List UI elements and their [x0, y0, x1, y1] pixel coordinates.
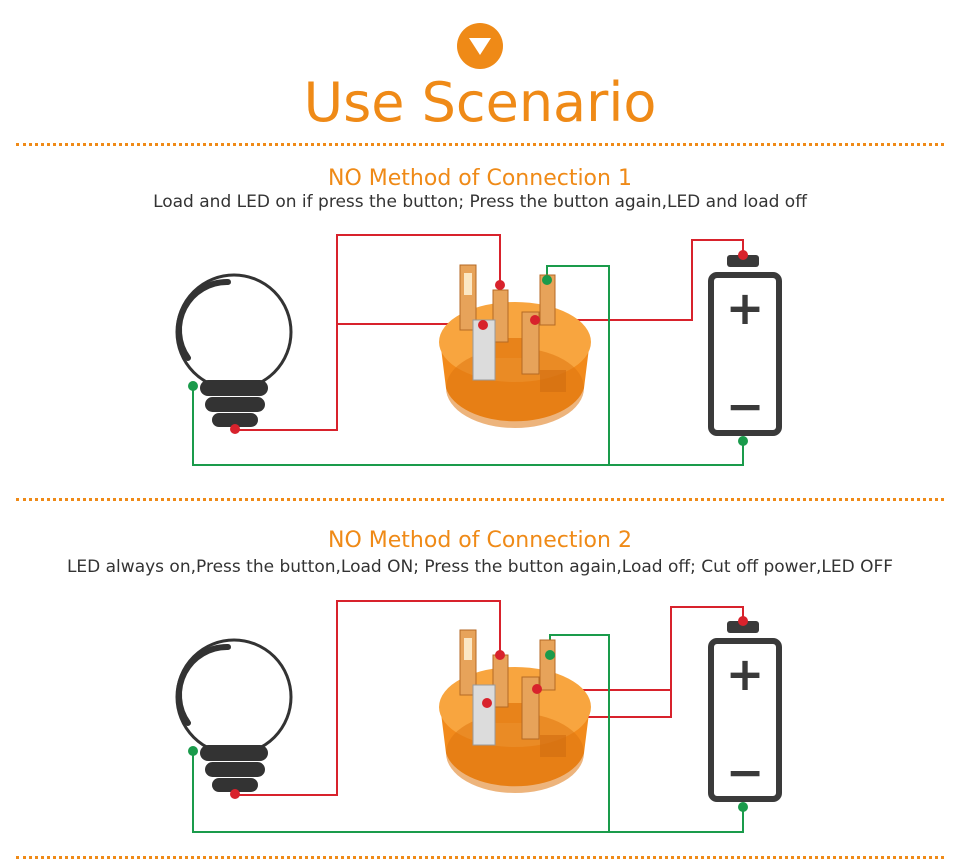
- green-wire-ground-loop: [192, 752, 744, 833]
- red-terminal-dot: [495, 650, 505, 660]
- battery-minus-sign: −: [726, 745, 765, 799]
- red-wire-to-battery-positive: [535, 239, 744, 321]
- red-terminal-dot: [482, 698, 492, 708]
- divider: [16, 498, 944, 501]
- red-wire-bulb-to-top-terminal: [235, 234, 501, 431]
- red-terminal-dot: [478, 320, 488, 330]
- red-terminal-dot: [230, 424, 240, 434]
- light-bulb-icon: [175, 638, 293, 792]
- divider: [16, 143, 944, 146]
- section-1-title: NO Method of Connection 1: [328, 166, 632, 191]
- section-2-description: LED always on,Press the button,Load ON; …: [66, 557, 894, 577]
- green-terminal-dot: [188, 746, 198, 756]
- push-switch-icon: [439, 264, 591, 428]
- green-terminal-dot: [545, 650, 555, 660]
- push-switch-icon: [439, 629, 591, 793]
- red-terminal-dot: [532, 684, 542, 694]
- red-wire-bulb-to-top-terminal: [235, 600, 501, 796]
- red-terminal-dot: [530, 315, 540, 325]
- green-terminal-dot: [188, 381, 198, 391]
- battery-plus-sign: +: [726, 281, 765, 335]
- red-terminal-dot: [230, 789, 240, 799]
- wiring-diagram-2: + −: [175, 600, 782, 833]
- battery-icon: + −: [708, 621, 782, 802]
- wiring-diagram-1: + −: [175, 234, 782, 466]
- green-terminal-dot: [738, 436, 748, 446]
- section-2-title: NO Method of Connection 2: [328, 528, 632, 553]
- green-terminal-dot: [738, 802, 748, 812]
- green-wire-from-switch: [546, 265, 610, 465]
- battery-plus-sign: +: [726, 647, 765, 701]
- red-terminal-dot: [738, 250, 748, 260]
- green-terminal-dot: [542, 275, 552, 285]
- battery-minus-sign: −: [726, 379, 765, 433]
- divider: [16, 856, 944, 859]
- light-bulb-icon: [175, 273, 293, 427]
- red-terminal-dot: [495, 280, 505, 290]
- triangle-down-icon: [457, 23, 503, 69]
- page-title: Use Scenario: [303, 71, 657, 134]
- battery-icon: + −: [708, 255, 782, 436]
- section-1-description: Load and LED on if press the button; Pre…: [153, 192, 807, 212]
- red-terminal-dot: [738, 616, 748, 626]
- green-wire-ground-loop: [192, 387, 744, 466]
